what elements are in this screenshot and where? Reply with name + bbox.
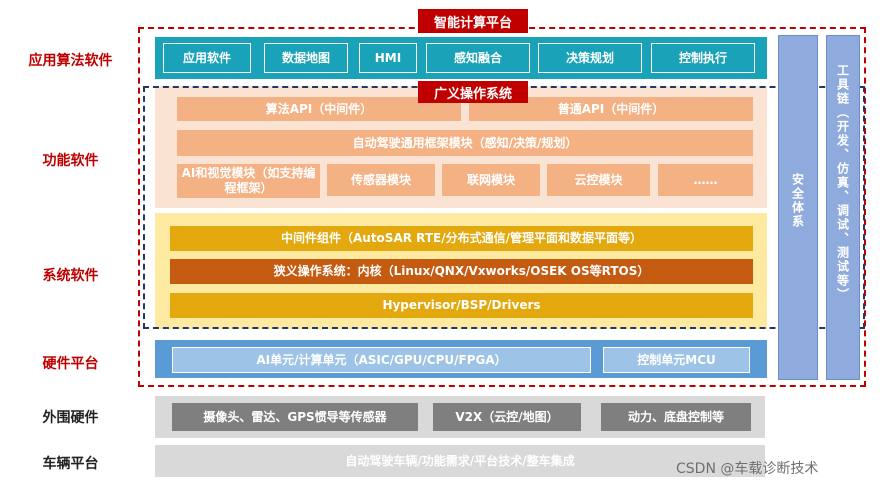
layer-label-sys: 系统软件 (42, 268, 99, 284)
app-item: 决策规划 (538, 43, 642, 73)
periph-item: 摄像头、雷达、GPS惯导等传感器 (172, 403, 418, 431)
app-item: 应用软件 (163, 43, 251, 73)
algo-api-box: 算法API（中间件） (177, 97, 461, 121)
func-module: AI和视觉模块（如支持编程框架） (177, 164, 320, 198)
smart-platform-tag: 智能计算平台 (418, 9, 528, 33)
layer-label-hw: 硬件平台 (42, 356, 99, 372)
layer-label-app: 应用算法软件 (28, 53, 113, 69)
vehicle-layer-band: 自动驾驶车辆/功能需求/平台技术/整车集成 (155, 445, 765, 477)
app-item: 数据地图 (264, 43, 348, 73)
hypervisor-box: Hypervisor/BSP/Drivers (170, 293, 753, 318)
layer-label-periph: 外围硬件 (42, 410, 99, 426)
middleware-box: 中间件组件（AutoSAR RTE/分布式通信/管理平面和数据平面等） (170, 226, 753, 251)
framework-box: 自动驾驶通用框架模块（感知/决策/规划） (177, 130, 753, 156)
func-module: 云控模块 (547, 164, 650, 196)
periph-item: V2X（云控/地图） (433, 403, 581, 431)
func-module: 传感器模块 (327, 164, 435, 196)
layer-label-vehicle: 车辆平台 (42, 456, 99, 472)
broad-os-frame (143, 86, 865, 329)
app-item: HMI (359, 43, 417, 73)
kernel-box: 狭义操作系统：内核（Linux/QNX/Vxworks/OSEK OS等RTOS… (170, 259, 753, 284)
periph-item: 动力、底盘控制等 (601, 403, 751, 431)
layer-label-func: 功能软件 (42, 153, 99, 169)
func-module: …… (658, 164, 753, 196)
security-system-box: 安全体系 (778, 35, 818, 380)
app-item: 感知融合 (426, 43, 530, 73)
app-item: 控制执行 (651, 43, 755, 73)
mcu-box: 控制单元MCU (603, 347, 750, 373)
ai-unit-box: AI单元/计算单元（ASIC/GPU/CPU/FPGA） (172, 347, 591, 373)
broad-os-tag: 广义操作系统 (418, 81, 528, 103)
func-module: 联网模块 (442, 164, 540, 196)
watermark: CSDN @车载诊断技术 (676, 461, 819, 477)
toolchain-box: 工具链（开发、仿真、调试、测试等） (826, 35, 860, 380)
security-system-label: 安全体系 (790, 173, 805, 229)
toolchain-label: 工具链（开发、仿真、调试、测试等） (835, 64, 850, 302)
